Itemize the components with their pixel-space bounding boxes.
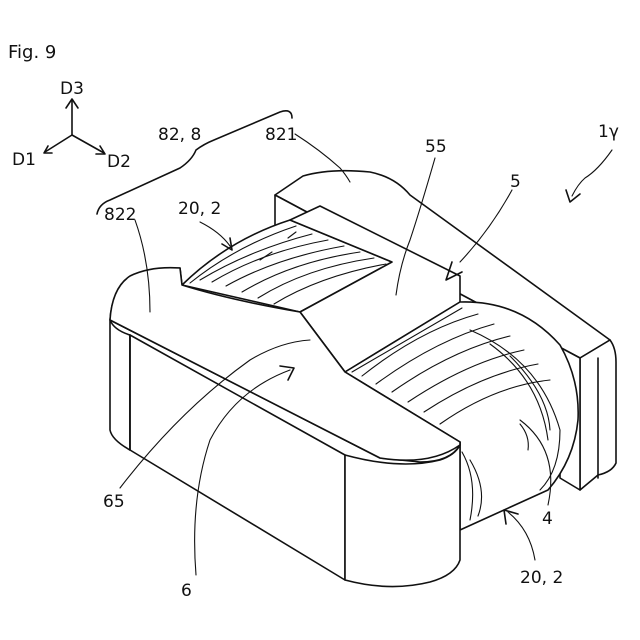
label-20-2-top: 20, 2 — [178, 199, 221, 219]
axis-d2-label: D2 — [107, 152, 131, 172]
label-821: 821 — [265, 125, 297, 145]
label-4: 4 — [542, 509, 553, 529]
axis-d2-arrow — [72, 135, 104, 153]
leader-20-2-top — [200, 222, 230, 246]
label-55: 55 — [425, 137, 447, 157]
label-20-2-bottom: 20, 2 — [520, 568, 563, 588]
arrowhead-1g — [566, 190, 580, 202]
figure-title: Fig. 9 — [8, 42, 56, 63]
axis-indicator: D3 D1 D2 — [12, 79, 131, 172]
label-822: 822 — [104, 205, 136, 225]
axis-d3-label: D3 — [60, 79, 84, 99]
arrowhead-20-2-bottom — [504, 510, 518, 524]
label-82-8: 82, 8 — [158, 125, 201, 145]
label-65: 65 — [103, 492, 125, 512]
axis-d1-label: D1 — [12, 150, 36, 170]
axis-d1-arrow — [45, 135, 72, 152]
label-6: 6 — [181, 581, 192, 601]
arrowhead-20-2-top — [222, 238, 232, 250]
label-5: 5 — [510, 172, 521, 192]
label-1g: 1γ — [598, 122, 619, 142]
leader-20-2-bottom — [508, 512, 535, 560]
leader-1g — [572, 150, 612, 196]
